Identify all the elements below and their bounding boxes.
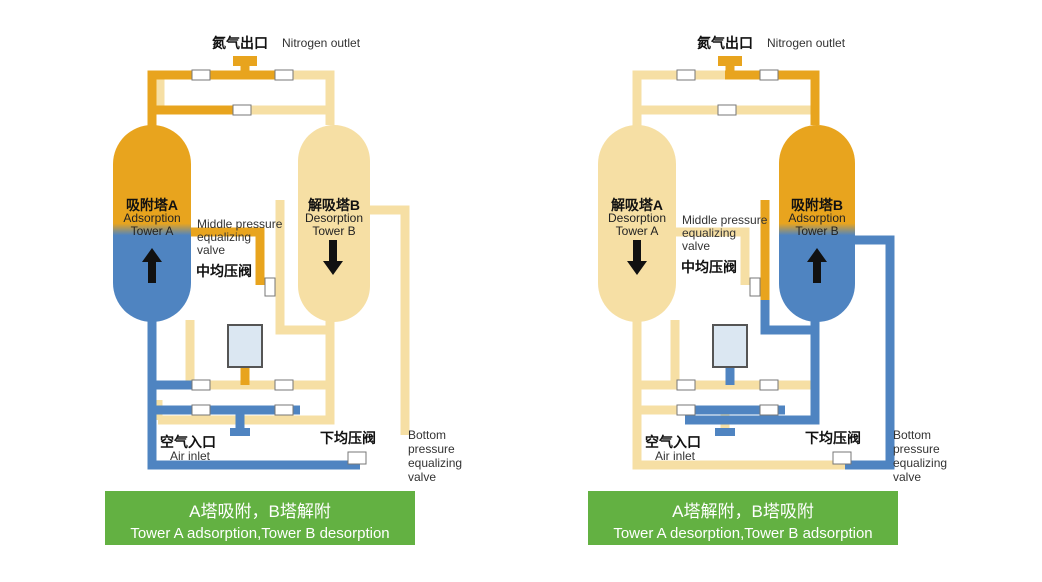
valve-icon[interactable] — [717, 104, 737, 116]
caption-banner: A塔吸附，B塔解附 Tower A adsorption,Tower B des… — [105, 491, 415, 545]
valve-icon[interactable] — [274, 379, 294, 391]
air-inlet-nozzle — [715, 428, 735, 436]
middle-valve-icon[interactable] — [749, 277, 761, 297]
valve-icon[interactable] — [759, 379, 779, 391]
down-arrow-icon — [627, 240, 647, 275]
tower-a-label-cn: 吸附塔A — [125, 197, 179, 213]
up-arrow-icon — [142, 248, 162, 283]
air-inlet-label-en: Air inlet — [170, 449, 211, 463]
air-inlet-nozzle — [230, 428, 250, 436]
caption-en: Tower A adsorption,Tower B desorption — [130, 525, 390, 542]
valve-icon[interactable] — [191, 69, 211, 81]
valve-icon[interactable] — [191, 404, 211, 416]
bottom-valve-label-cn: 下均压阀 — [805, 430, 861, 446]
air-inlet-label-en: Air inlet — [655, 449, 696, 463]
tower-a-label-en: Adsorption Tower A — [123, 211, 181, 238]
tower-b — [779, 125, 855, 322]
caption-cn: A塔吸附，B塔解附 — [189, 502, 331, 521]
middle-valve-label-en: Middle pressure equalizing valve — [682, 213, 768, 253]
tower-a — [598, 125, 676, 322]
tower-b-label-cn: 吸附塔B — [790, 197, 844, 213]
nitrogen-outlet-label-en: Nitrogen outlet — [282, 36, 361, 50]
air-inlet-label-cn: 空气入口 — [645, 434, 701, 450]
middle-valve-icon[interactable] — [264, 277, 276, 297]
tower-b-label-en: Desorption Tower B — [304, 211, 364, 238]
nitrogen-outlet-nozzle — [718, 56, 742, 66]
psa-flow-diagram-a — [113, 56, 410, 470]
tower-b-label-cn: 解吸塔B — [307, 197, 361, 213]
psa-flow-diagram-b — [598, 56, 895, 470]
nitrogen-outlet-label-cn: 氮气出口 — [212, 35, 268, 51]
valve-icon[interactable] — [274, 404, 294, 416]
valve-icon[interactable] — [676, 379, 696, 391]
tower-a-label-en: Desorption Tower A — [607, 211, 667, 238]
tower-b — [298, 125, 370, 322]
nitrogen-outlet-label-en: Nitrogen outlet — [767, 36, 846, 50]
middle-valve-label-cn: 中均压阀 — [681, 259, 737, 275]
nitrogen-outlet-label-cn: 氮气出口 — [697, 35, 753, 51]
valve-icon[interactable] — [759, 69, 779, 81]
tower-b-label-en: Adsorption Tower B — [788, 211, 846, 238]
caption-en: Tower A desorption,Tower B adsorption — [613, 525, 873, 542]
buffer-vessel — [712, 324, 748, 368]
nitrogen-outlet-nozzle — [233, 56, 257, 66]
bottom-valve-icon[interactable] — [347, 451, 367, 465]
middle-valve-label-cn: 中均压阀 — [196, 263, 252, 279]
bottom-valve-label-cn: 下均压阀 — [320, 430, 376, 446]
up-arrow-icon — [807, 248, 827, 283]
tower-a — [113, 125, 191, 322]
valve-icon[interactable] — [676, 69, 696, 81]
valve-icon[interactable] — [191, 379, 211, 391]
bottom-valve-label-en: Bottom pressure equalizing valve — [408, 428, 463, 484]
bottom-valve-label-en: Bottom pressure equalizing valve — [893, 428, 948, 484]
valves — [676, 69, 852, 465]
valve-icon[interactable] — [274, 69, 294, 81]
caption-cn: A塔解附，B塔吸附 — [672, 502, 814, 521]
caption-banner: A塔解附，B塔吸附 Tower A desorption,Tower B ads… — [588, 491, 898, 545]
air-inlet-label-cn: 空气入口 — [160, 434, 216, 450]
valve-icon[interactable] — [676, 404, 696, 416]
diagram-panel-a-adsorption: 氮气出口 Nitrogen outlet 吸附塔A Adsorption Tow… — [0, 0, 462, 582]
valves — [191, 69, 367, 465]
bottom-valve-icon[interactable] — [832, 451, 852, 465]
down-arrow-icon — [323, 240, 343, 275]
buffer-vessel — [227, 324, 263, 368]
middle-valve-label-en: Middle pressure equalizing valve — [197, 217, 283, 257]
diagram-panel-b-adsorption: 氮气出口 Nitrogen outlet 解吸塔A Desorption Tow… — [485, 0, 947, 582]
valve-icon[interactable] — [232, 104, 252, 116]
valve-icon[interactable] — [759, 404, 779, 416]
tower-a-label-cn: 解吸塔A — [610, 197, 664, 213]
